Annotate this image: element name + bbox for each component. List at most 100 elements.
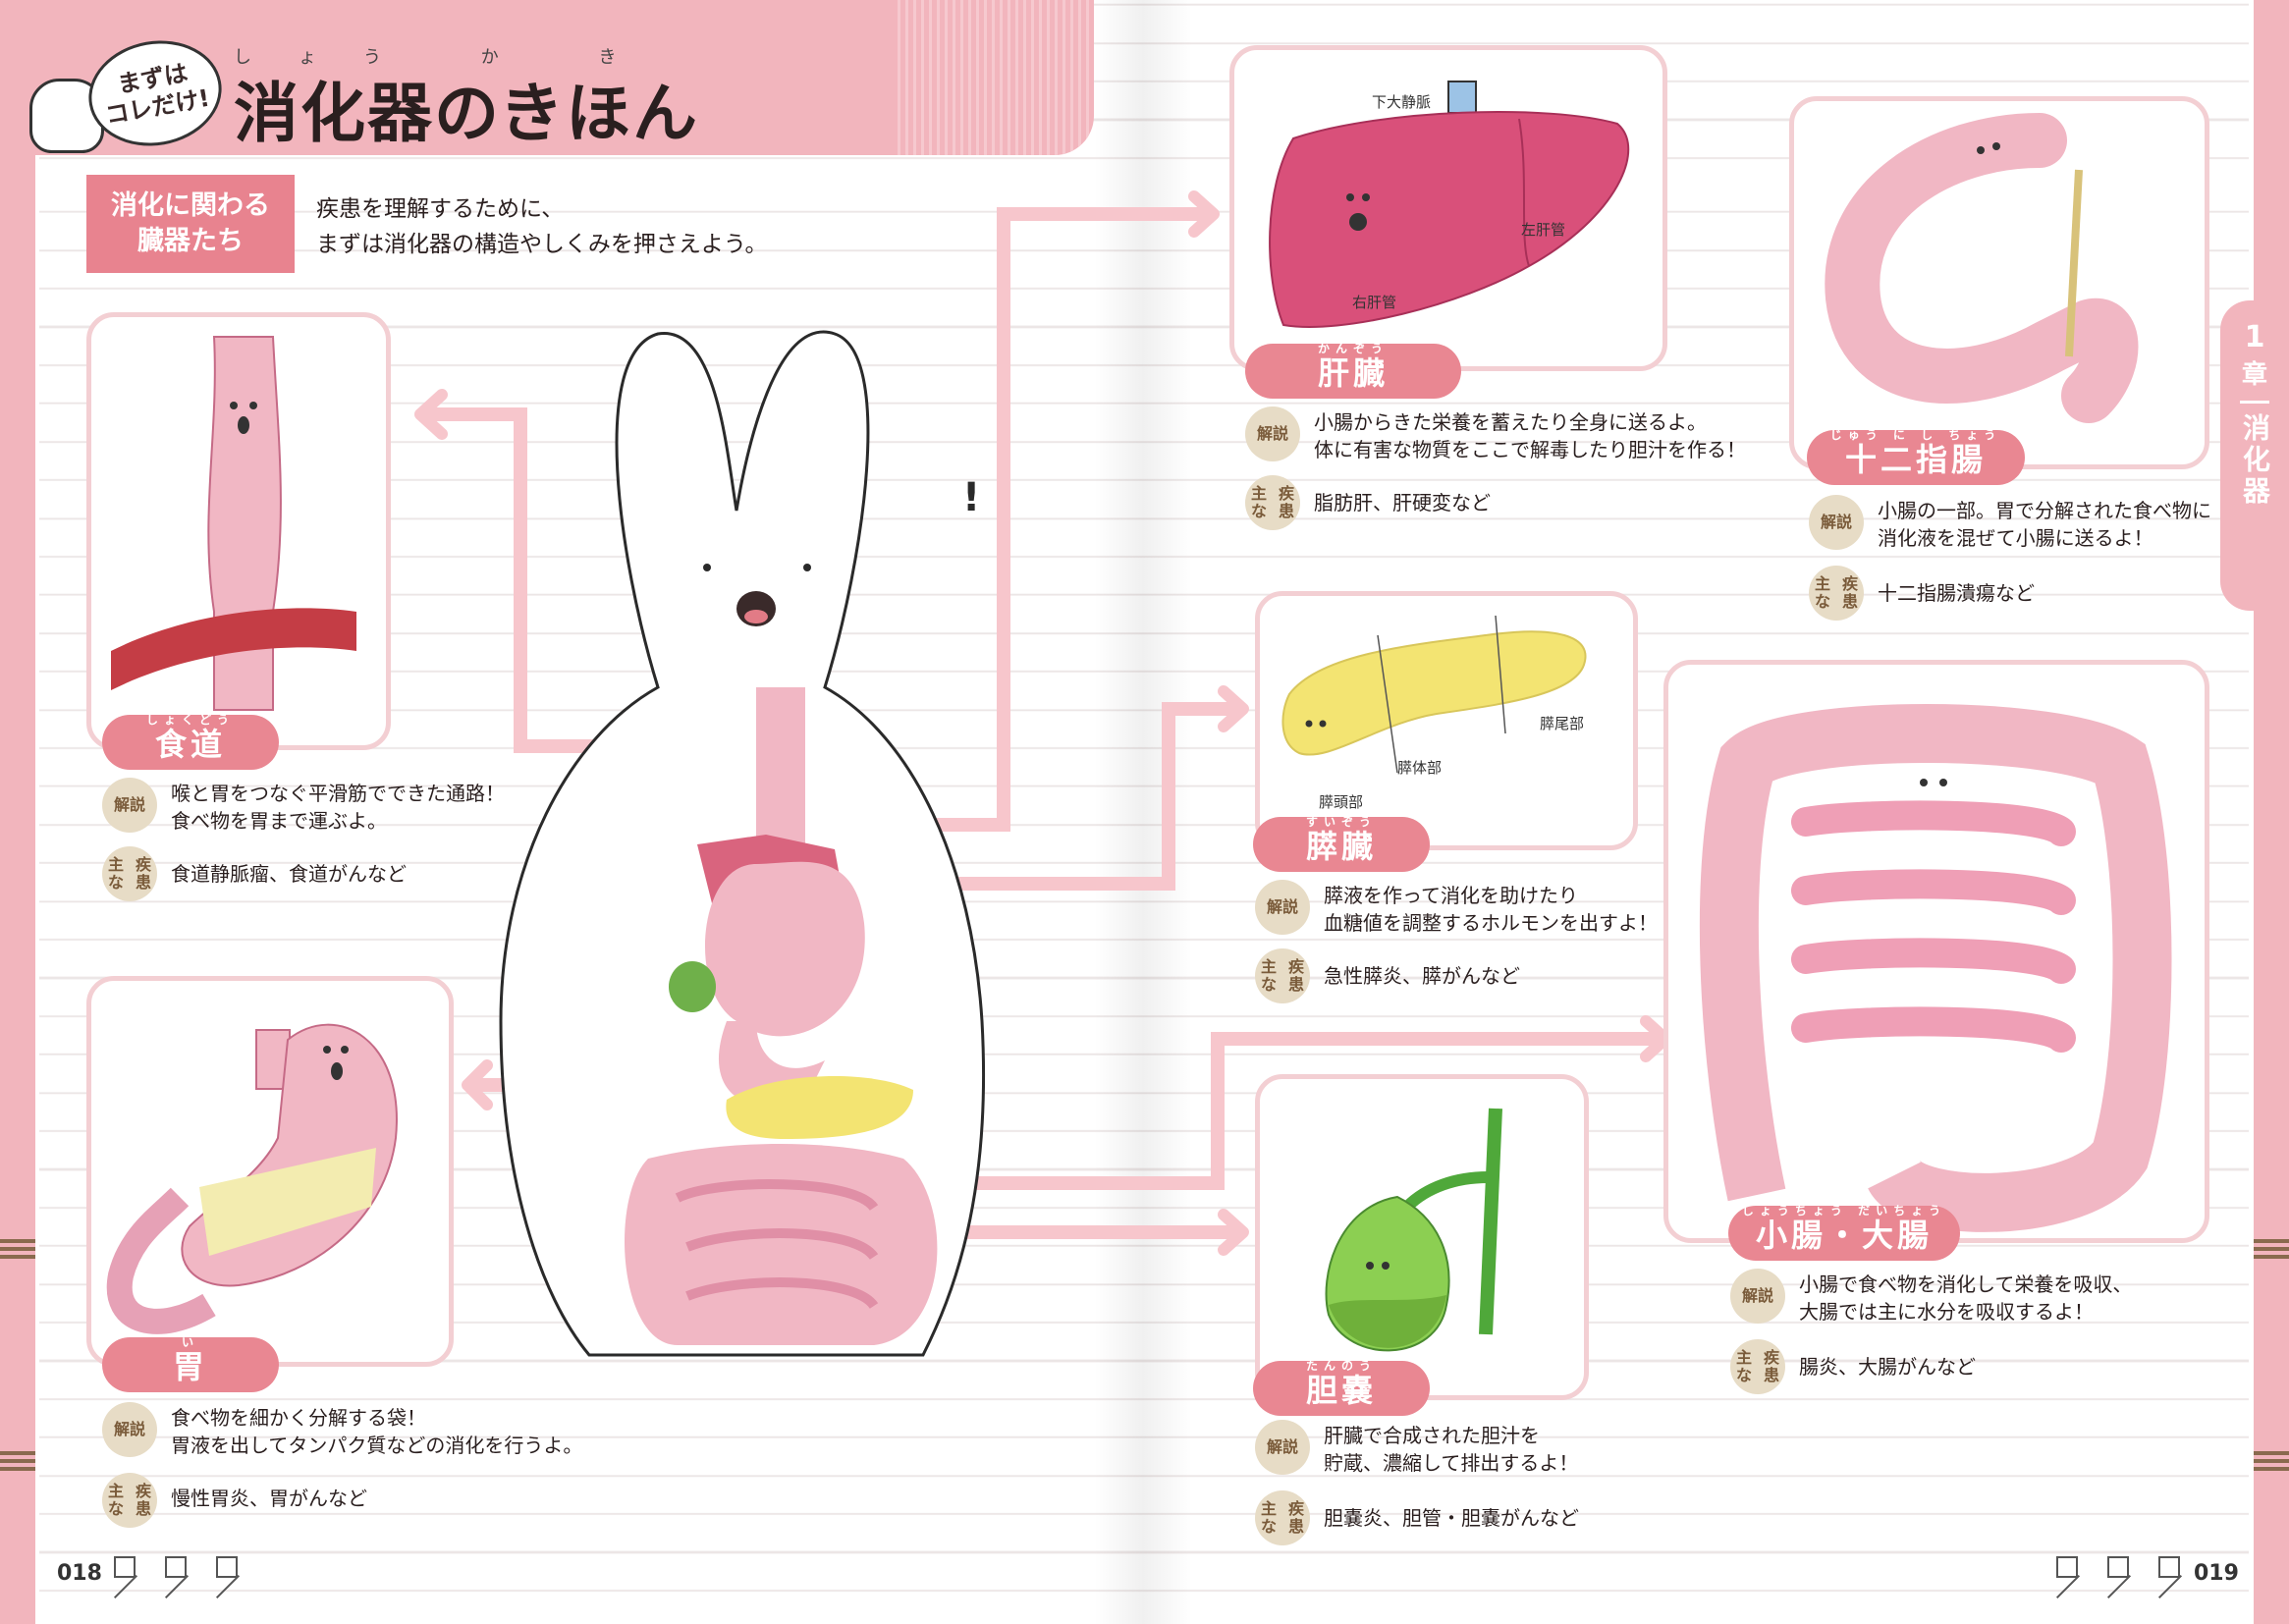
right-deco-strip-2 [2254,1451,2289,1473]
intro-tag-line-1: 消化に関わる [111,189,270,221]
pancreas-label: すいぞう 膵臓 [1253,815,1430,872]
page-number-right: 019 [2194,1561,2239,1586]
pancreas-frame: 膵頭部 膵体部 膵尾部 [1255,591,1638,850]
disease-badge-line-1: 主な [1814,573,1830,611]
duodenum-frame [1789,96,2209,469]
gallbladder-frame [1255,1074,1589,1400]
disease-badge-line-2: 疾患 [135,854,151,892]
liver-desc-line-1: 小腸からきた栄養を蓄えたり全身に送るよ。 [1314,410,1707,434]
intro-tag-line-2: 臓器たち [137,226,244,256]
esophagus-desc-line-1: 喉と胃をつなぐ平滑筋でできた通路！ [171,782,505,805]
duodenum-desc-line-1: 小腸の一部。胃で分解された食べ物に [1878,499,2211,522]
title-ruby: しょう か き [234,47,664,68]
intro-text-line-1: 疾患を理解するために、 [316,196,565,222]
page-number-left: 018 [57,1561,102,1586]
page-title: 消化器のきほん [234,76,700,151]
check-box[interactable] [2056,1556,2078,1578]
disease-badge-line-2: 疾患 [1287,1498,1304,1536]
gallbladder-label: たんのう 胆嚢 [1253,1359,1430,1416]
esophagus-frame [86,312,391,750]
esophagus-label: しょくどう 食道 [102,713,279,770]
stomach-name: 胃 [172,1348,208,1385]
right-page-edge [2254,0,2289,1624]
chapter-number: 1 [2244,320,2265,354]
ivc-annotation: 下大静脈 [1372,93,1431,111]
liver-label: かんぞう 肝臓 [1245,342,1461,399]
liver-ruby: かんぞう [1317,342,1389,355]
intestines-desc-line-1: 小腸で食べ物を消化して栄養を吸収、 [1799,1272,2133,1296]
explanation-badge: 解説 [1245,406,1300,461]
esophagus-desc-line-2: 食べ物を胃まで運ぶよ。 [171,809,387,833]
explanation-badge: 解説 [1730,1269,1785,1324]
duodenum-ruby: じゅう に し ちょう [1829,428,2002,442]
pancreas-body-annotation: 膵体部 [1397,759,1442,777]
left-deco-strip-2 [0,1451,35,1473]
esophagus-description: 喉と胃をつなぐ平滑筋でできた通路！ 食べ物を胃まで運ぶよ。 [171,780,505,835]
pancreas-desc-line-1: 膵液を作って消化を助けたり [1324,884,1578,907]
right-deco-strip [2254,1239,2289,1261]
chapter-section: 消化器 [2239,413,2271,508]
esophagus-name: 食道 [154,726,226,763]
gallbladder-description: 肝臓で合成された胆汁を 貯蔵、濃縮して排出するよ！ [1324,1422,1578,1477]
liver-name: 肝臓 [1317,354,1389,392]
stomach-diseases: 慢性胃炎、胃がんなど [171,1487,367,1510]
disease-badge: 主な疾患 [102,1473,157,1528]
disease-badge-line-2: 疾患 [135,1481,151,1518]
pancreas-description: 膵液を作って消化を助けたり 血糖値を調整するホルモンを出すよ！ [1324,882,1658,937]
stomach-desc-line-2: 胃液を出してタンパク質などの消化を行うよ。 [171,1434,583,1457]
left-duct-annotation: 左肝管 [1521,221,1565,239]
liver-diseases: 脂肪肝、肝硬変など [1314,491,1491,514]
intestines-ruby: しょうちょう だいちょう [1741,1204,1947,1218]
duodenum-diseases: 十二指腸潰瘍など [1878,581,2035,605]
duodenum-name: 十二指腸 [1844,441,1987,478]
disease-badge: 主な疾患 [1730,1339,1785,1394]
pancreas-desc-line-2: 血糖値を調整するホルモンを出すよ！ [1324,911,1658,935]
liver-frame: 下大静脈 左肝管 右肝管 [1229,45,1667,371]
stomach-desc-line-1: 食べ物を細かく分解する袋！ [171,1406,426,1430]
disease-badge: 主な疾患 [102,846,157,901]
intro-text: 疾患を理解するために、 まずは消化器の構造やしくみを押さえよう。 [316,191,768,262]
disease-badge-line-2: 疾患 [1278,483,1294,520]
gallbladder-ruby: たんのう [1305,1359,1377,1373]
chapter-divider [2240,401,2269,404]
liver-desc-line-2: 体に有害な物質をここで解毒したり胆汁を作る！ [1314,438,1746,461]
liver-description: 小腸からきた栄養を蓄えたり全身に送るよ。 体に有害な物質をここで解毒したり胆汁を… [1314,408,1746,463]
intestines-label: しょうちょう だいちょう 小腸・大腸 [1728,1204,1960,1261]
intestines-description: 小腸で食べ物を消化して栄養を吸収、 大腸では主に水分を吸収するよ！ [1799,1271,2132,1326]
stomach-illustration [106,1023,398,1334]
pancreas-ruby: すいぞう [1305,815,1377,829]
checkbox-row-left [114,1556,238,1578]
gallbladder-name: 胆嚢 [1305,1372,1377,1409]
disease-badge-line-1: 主な [1260,1498,1277,1536]
chapter-side-tab[interactable]: 1 章 消化器 [2220,300,2289,611]
gallbladder-desc-line-2: 貯蔵、濃縮して排出するよ！ [1324,1451,1579,1475]
gallbladder-desc-line-1: 肝臓で合成された胆汁を [1324,1424,1540,1447]
check-box[interactable] [2107,1556,2129,1578]
intestines-illustration [1699,704,2172,1232]
disease-badge-line-2: 疾患 [1287,956,1304,994]
intestines-name: 小腸・大腸 [1755,1217,1933,1254]
disease-badge-line-1: 主な [1735,1347,1752,1384]
check-box[interactable] [216,1556,238,1578]
liver-illustration: 下大静脈 左肝管 右肝管 [1269,81,1630,328]
pancreas-head-annotation: 膵頭部 [1319,793,1363,811]
check-box[interactable] [114,1556,136,1578]
left-page-edge [0,0,35,1624]
disease-badge-line-1: 主な [1250,483,1267,520]
intro-text-line-2: まずは消化器の構造やしくみを押さえよう。 [316,232,768,257]
check-box[interactable] [165,1556,187,1578]
disease-badge: 主な疾患 [1245,475,1300,530]
disease-badge-line-1: 主な [1260,956,1277,994]
esophagus-diseases: 食道静脈瘤、食道がんなど [171,862,407,886]
pancreas-tail-annotation: 膵尾部 [1540,715,1584,732]
explanation-badge: 解説 [1255,880,1310,935]
duodenum-description: 小腸の一部。胃で分解された食べ物に 消化液を混ぜて小腸に送るよ！ [1878,497,2211,552]
checkbox-row-right [2056,1556,2180,1578]
disease-badge-line-2: 疾患 [1841,573,1858,611]
explanation-badge: 解説 [102,778,157,833]
esophagus-ruby: しょくどう [145,713,235,727]
gallbladder-diseases: 胆嚢炎、胆管・胆嚢がんなど [1324,1506,1579,1530]
disease-badge-line-1: 主な [107,854,124,892]
check-box[interactable] [2158,1556,2180,1578]
pancreas-name: 膵臓 [1305,828,1377,865]
